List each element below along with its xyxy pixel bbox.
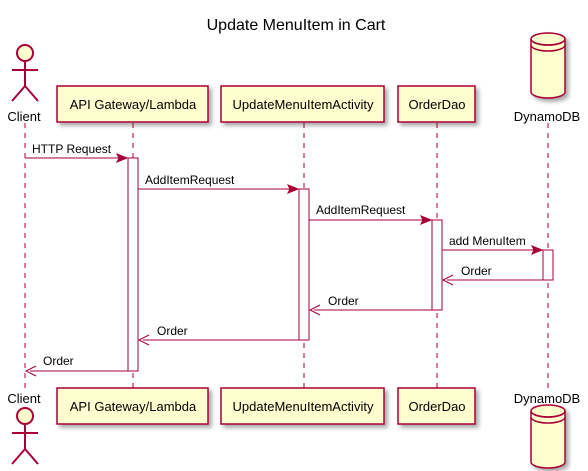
activation-dao bbox=[431, 219, 443, 311]
participant-dao-bottom bbox=[397, 387, 476, 425]
participant-dao-label-bottom: OrderDao bbox=[408, 399, 465, 414]
participant-db-label-bottom: DynamoDB bbox=[514, 391, 580, 406]
actor-head-icon bbox=[16, 407, 34, 425]
participant-dao-label-top: OrderDao bbox=[408, 97, 465, 112]
participant-activity-top bbox=[220, 85, 385, 123]
diagram-title: Update MenuItem in Cart bbox=[207, 17, 386, 34]
message-label-2: AddItemRequest bbox=[145, 173, 235, 187]
message-label-8: Order bbox=[43, 354, 74, 368]
participant-api-label-top: API Gateway/Lambda bbox=[70, 97, 197, 112]
participant-activity-label-bottom: UpdateMenuItemActivity bbox=[233, 399, 374, 414]
participant-client-label-bottom: Client bbox=[7, 391, 41, 406]
message-label-4: add MenuItem bbox=[449, 234, 526, 248]
participant-api-top bbox=[56, 85, 209, 123]
participant-api-label-bottom: API Gateway/Lambda bbox=[70, 399, 197, 414]
participant-dao-top bbox=[397, 85, 476, 123]
activation-activity bbox=[298, 188, 310, 341]
message-label-3: AddItemRequest bbox=[316, 203, 406, 217]
actor-head-icon bbox=[16, 44, 34, 62]
database-bottom-icon bbox=[530, 404, 566, 469]
participant-activity-bottom bbox=[220, 387, 385, 425]
database-top-icon bbox=[530, 32, 566, 99]
participant-db-label-top: DynamoDB bbox=[514, 109, 580, 124]
activation-db bbox=[542, 249, 554, 281]
activation-api bbox=[127, 157, 139, 372]
participant-client-top bbox=[11, 44, 39, 102]
participant-activity-label-top: UpdateMenuItemActivity bbox=[233, 97, 374, 112]
participant-client-label-top: Client bbox=[7, 109, 41, 124]
message-label-1: HTTP Request bbox=[32, 142, 112, 156]
message-label-7: Order bbox=[157, 324, 188, 338]
participant-client-bottom bbox=[11, 407, 39, 465]
message-label-6: Order bbox=[328, 294, 359, 308]
message-label-5: Order bbox=[461, 264, 492, 278]
participant-api-bottom bbox=[56, 387, 209, 425]
